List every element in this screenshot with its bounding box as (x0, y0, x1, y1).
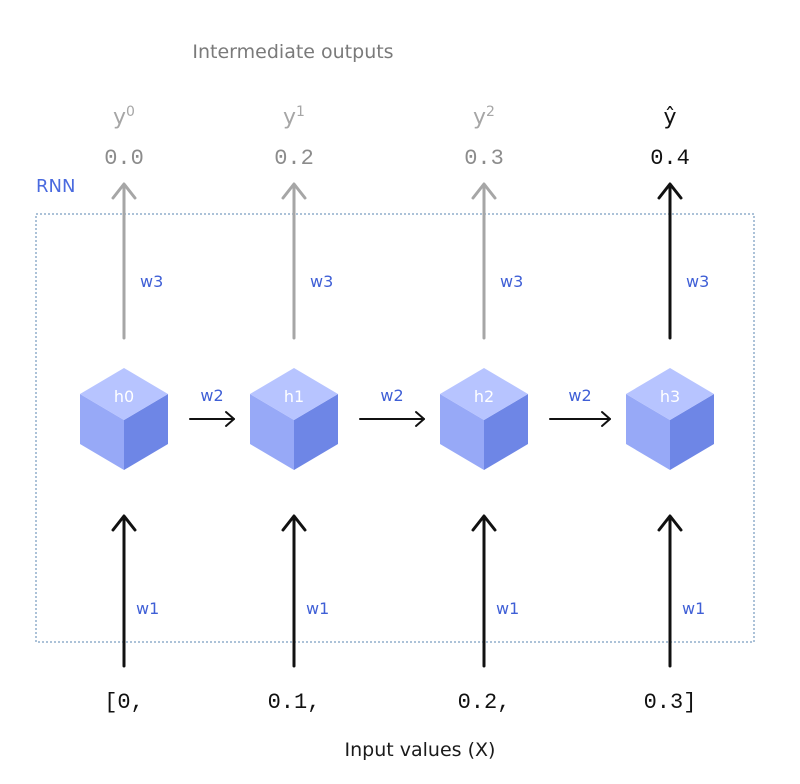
output-label-main-0: y (113, 105, 126, 130)
recurrent-arrow-1-head (415, 411, 425, 427)
output-arrow-3-head (657, 182, 683, 200)
weight-w3-0: w3 (140, 272, 163, 291)
weight-w2-0: w2 (200, 386, 223, 405)
hidden-state-cube-0-top-face (80, 368, 168, 420)
hidden-state-cube-3 (626, 368, 714, 470)
hidden-state-cube-1-left-face (250, 394, 294, 470)
hidden-state-cube-1 (250, 368, 338, 470)
output-label-sup-0: 0 (126, 104, 135, 120)
output-label-0: y0 (113, 104, 135, 130)
input-value-0: [0, (104, 690, 144, 715)
recurrent-arrow-1 (359, 411, 425, 427)
weight-w1-2: w1 (496, 599, 519, 618)
input-arrow-0-head (111, 514, 137, 532)
rnn-label: RNN (36, 176, 75, 197)
output-label-main-1: y (283, 105, 296, 130)
weight-w1-0: w1 (136, 599, 159, 618)
output-arrow-2-head (471, 182, 497, 200)
output-label-2: y2 (473, 104, 495, 130)
input-value-2: 0.2, (458, 690, 511, 715)
output-arrow-1-head (281, 182, 307, 200)
output-value-1: 0.2 (274, 146, 314, 171)
rnn-step-0: y0 0.0 w3 h0 w1 [0, w2 (80, 104, 235, 715)
recurrent-arrow-2 (549, 411, 611, 427)
output-label-main-3: ŷ (663, 105, 676, 130)
weight-w3-3: w3 (686, 272, 709, 291)
output-value-0: 0.0 (104, 146, 144, 171)
weight-w1-1: w1 (306, 599, 329, 618)
weight-w2-2: w2 (568, 386, 591, 405)
output-arrow-3 (657, 182, 683, 340)
hidden-state-cube-2 (440, 368, 528, 470)
hidden-state-label-1: h1 (284, 387, 304, 406)
output-label-3: ŷ (663, 105, 676, 130)
output-arrow-2 (471, 182, 497, 340)
input-values-caption: Input values (X) (345, 739, 496, 761)
hidden-state-label-3: h3 (660, 387, 680, 406)
input-arrow-2-head (471, 514, 497, 532)
weight-w1-3: w1 (682, 599, 705, 618)
rnn-step-1: y1 0.2 w3 h1 w1 0.1, w2 (250, 104, 425, 715)
input-arrow-3 (657, 514, 683, 668)
weight-w3-1: w3 (310, 272, 333, 291)
output-arrow-0 (111, 182, 137, 340)
hidden-state-cube-2-left-face (440, 394, 484, 470)
weight-w3-2: w3 (500, 272, 523, 291)
input-value-1: 0.1, (268, 690, 321, 715)
input-arrow-3-head (657, 514, 683, 532)
columns-layer: y00.0w3h0w1[0,w2y10.2w3h1w10.1,w2y20.3w3… (80, 104, 714, 715)
hidden-state-label-2: h2 (474, 387, 494, 406)
hidden-state-cube-3-right-face (670, 394, 714, 470)
hidden-state-cube-0 (80, 368, 168, 470)
rnn-boundary-box (35, 213, 755, 643)
hidden-state-cube-2-right-face (484, 394, 528, 470)
rnn-step-2: y2 0.3 w3 h2 w1 0.2, w2 (440, 104, 611, 715)
rnn-step-3: ŷ 0.4 w3 h3 w1 0.3] (626, 105, 714, 715)
recurrent-arrow-0 (189, 411, 235, 427)
hidden-state-cube-1-top-face (250, 368, 338, 420)
recurrent-arrow-2-head (601, 411, 611, 427)
intermediate-outputs-caption: Intermediate outputs (192, 41, 393, 63)
hidden-state-cube-3-top-face (626, 368, 714, 420)
hidden-state-cube-0-left-face (80, 394, 124, 470)
hidden-state-cube-1-right-face (294, 394, 338, 470)
hidden-state-cube-3-left-face (626, 394, 670, 470)
input-arrow-1 (281, 514, 307, 668)
input-arrow-2 (471, 514, 497, 668)
input-value-3: 0.3] (644, 690, 697, 715)
input-arrow-1-head (281, 514, 307, 532)
output-arrow-0-head (111, 182, 137, 200)
hidden-state-label-0: h0 (114, 387, 134, 406)
output-arrow-1 (281, 182, 307, 340)
hidden-state-cube-0-right-face (124, 394, 168, 470)
output-label-1: y1 (283, 104, 305, 130)
hidden-state-cube-2-top-face (440, 368, 528, 420)
output-value-2: 0.3 (464, 146, 504, 171)
output-label-sup-2: 2 (486, 104, 495, 120)
input-arrow-0 (111, 514, 137, 668)
output-value-3: 0.4 (650, 146, 690, 171)
weight-w2-1: w2 (380, 386, 403, 405)
output-label-sup-1: 1 (296, 104, 305, 120)
recurrent-arrow-0-head (225, 411, 235, 427)
output-label-main-2: y (473, 105, 486, 130)
